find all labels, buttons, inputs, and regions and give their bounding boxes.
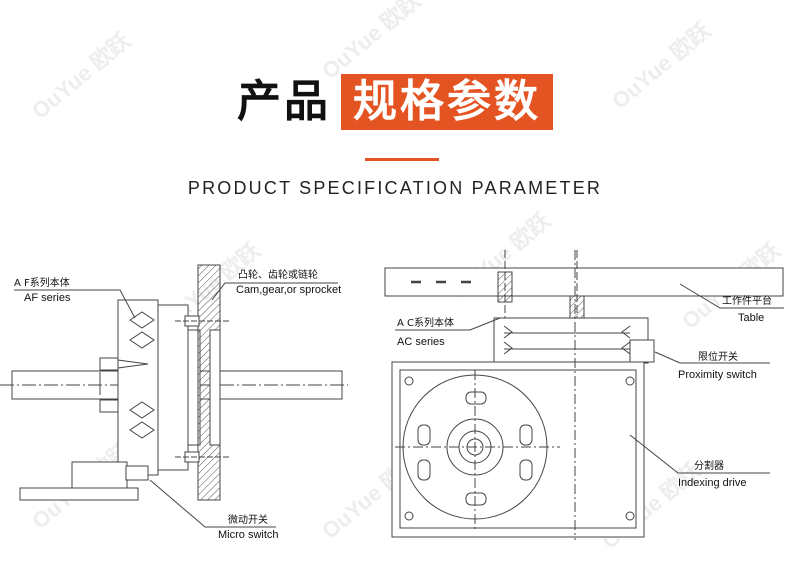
leader-prox bbox=[654, 351, 770, 364]
pulley-grooves bbox=[129, 311, 155, 439]
table-label-cn: 工作件平台 bbox=[722, 294, 772, 307]
leader-table bbox=[679, 283, 784, 309]
section-title: 产品 规格参数 bbox=[0, 66, 790, 138]
proximity-switch bbox=[629, 339, 655, 363]
af-label-cn: A F系列本体 bbox=[14, 276, 70, 289]
cam-label-cn: 凸轮、齿轮或链轮 bbox=[238, 268, 318, 281]
title-prefix: 产品 bbox=[237, 76, 331, 127]
ac-label-en: AC series bbox=[397, 336, 445, 348]
af-label-en: AF series bbox=[24, 292, 71, 304]
ac-series-drawing bbox=[384, 250, 784, 540]
micro-switch-box bbox=[71, 461, 128, 489]
prox-label-en: Proximity switch bbox=[678, 369, 757, 381]
af-series-drawing bbox=[0, 264, 348, 528]
ac-body bbox=[493, 317, 649, 364]
disk-slots bbox=[417, 391, 533, 506]
ac-label-cn: A C系列本体 bbox=[397, 316, 454, 329]
leader-index bbox=[629, 434, 770, 474]
switch-bracket bbox=[19, 487, 139, 501]
leader-ac bbox=[395, 317, 501, 331]
hub bbox=[157, 304, 189, 471]
af-body bbox=[117, 299, 159, 476]
title-underline bbox=[365, 158, 439, 161]
micro-switch-head bbox=[125, 465, 149, 481]
index-label-en: Indexing drive bbox=[678, 477, 747, 489]
watermark: OuYue 欧跃 bbox=[607, 17, 716, 114]
leader-micro bbox=[149, 479, 276, 528]
set-screw bbox=[99, 357, 119, 371]
cam-label-en: Cam,gear,or sprocket bbox=[236, 284, 341, 296]
leader-af bbox=[14, 289, 136, 319]
table-label-en: Table bbox=[738, 312, 764, 324]
watermark: OuYue 欧跃 bbox=[317, 0, 426, 84]
index-label-cn: 分割器 bbox=[694, 459, 724, 472]
set-screw bbox=[99, 399, 119, 413]
work-table bbox=[384, 267, 784, 297]
cam-bore bbox=[209, 329, 221, 446]
prox-label-cn: 限位开关 bbox=[698, 350, 738, 363]
micro-label-en: Micro switch bbox=[218, 529, 279, 541]
watermark: OuYue 欧跃 bbox=[27, 27, 136, 124]
leader-cam bbox=[211, 282, 338, 301]
micro-label-cn: 微动开关 bbox=[228, 513, 268, 526]
section-subtitle: PRODUCT SPECIFICATION PARAMETER bbox=[187, 178, 603, 198]
title-highlight: 规格参数 bbox=[341, 74, 553, 130]
